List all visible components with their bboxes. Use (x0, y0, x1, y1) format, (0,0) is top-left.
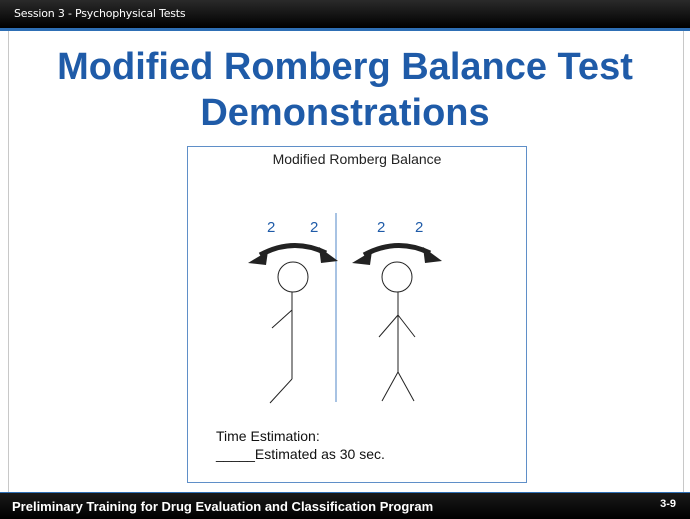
right-count-2: 2 (415, 219, 423, 236)
footer-bar: Preliminary Training for Drug Evaluation… (0, 493, 690, 519)
left-figure-head (277, 261, 309, 293)
page-number: 3-9 (660, 498, 676, 510)
slide-title: Modified Romberg Balance Test Demonstrat… (0, 44, 690, 136)
program-name: Preliminary Training for Drug Evaluation… (12, 499, 434, 514)
slide-title-line-1: Modified Romberg Balance Test (57, 46, 633, 88)
slide-frame (8, 31, 684, 493)
slide-title-line-2: Demonstrations (200, 92, 490, 134)
right-count-1: 2 (377, 219, 385, 236)
session-label: Session 3 - Psychophysical Tests (14, 7, 186, 20)
romberg-illustration: 2 2 2 2 (248, 213, 442, 404)
left-tilt-arrow-icon (248, 242, 338, 265)
romberg-figure: 2 2 2 2 (187, 146, 527, 483)
right-tilt-arrow-icon (352, 242, 442, 265)
left-stick-figure (269, 261, 309, 404)
left-count-1: 2 (267, 219, 275, 236)
right-stick-figure (378, 261, 416, 402)
time-estimation-label: Time Estimation: (216, 428, 320, 444)
time-estimation-value: _____Estimated as 30 sec. (216, 446, 385, 462)
figure-caption: Modified Romberg Balance (272, 151, 442, 167)
right-figure-head (381, 261, 413, 293)
left-count-2: 2 (310, 219, 318, 236)
time-estimation: Time Estimation: _____Estimated as 30 se… (216, 427, 385, 463)
header-bar: Session 3 - Psychophysical Tests (0, 0, 690, 28)
header-divider (0, 28, 690, 31)
